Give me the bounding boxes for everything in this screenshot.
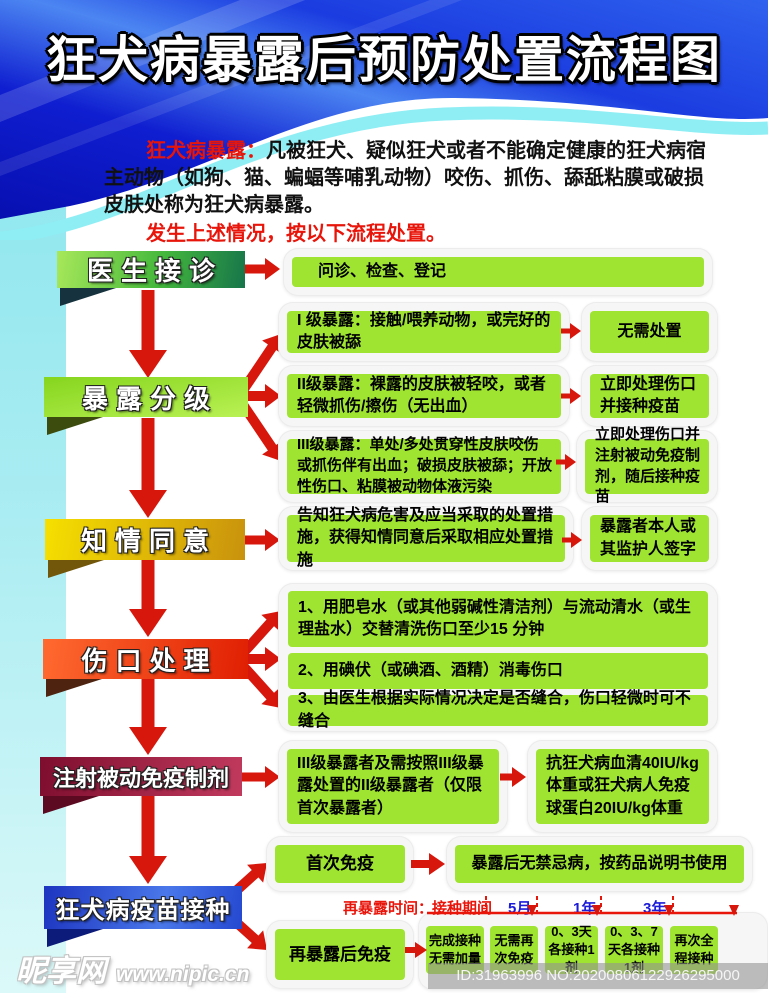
grading-branch-1-card: I 级暴露：接触/喂养动物，或完好的皮肤被舔 bbox=[278, 302, 570, 362]
grading-action-2: 立即处理伤口并接种疫苗 bbox=[590, 374, 709, 418]
grading-branch-3-card: III级暴露：单处/多处贯穿性皮肤咬伤或抓伤伴有出血；破损皮肤被舔；开放性伤口、… bbox=[278, 430, 570, 503]
re-exposure-card: 再暴露后免疫 bbox=[266, 920, 414, 989]
grading-action-1: 无需处置 bbox=[590, 311, 709, 353]
timeline-lead: 再暴露时间： bbox=[343, 900, 434, 917]
step-reception: 医生接诊 bbox=[57, 251, 245, 306]
step-grading: 暴露分级 bbox=[44, 377, 248, 435]
reception-detail: 问诊、检查、登记 bbox=[292, 257, 704, 287]
step-vaccination: 狂犬病疫苗接种 bbox=[44, 886, 242, 947]
watermark-site-name: 昵享网 bbox=[16, 955, 106, 988]
step-immunoglobulin: 注射被动免疫制剂 bbox=[40, 757, 242, 814]
ribbon-fold bbox=[47, 417, 103, 435]
step-vaccination-label: 狂犬病疫苗接种 bbox=[55, 897, 231, 924]
watermark-site: 昵享网 www.nipic.cn bbox=[16, 946, 249, 990]
intro-action: 发生上述情况，按以下流程处置。 bbox=[146, 222, 446, 245]
grading-action-3: 立即处理伤口并注射被动免疫制剂，随后接种疫苗 bbox=[585, 426, 709, 505]
grading-action-3-card: 立即处理伤口并注射被动免疫制剂，随后接种疫苗 bbox=[576, 426, 718, 505]
wound-step-2: 2、用碘伏（或碘酒、酒精）消毒伤口 bbox=[288, 653, 708, 689]
first-immunization-action: 暴露后无禁忌病，按药品说明书使用 bbox=[455, 845, 744, 883]
ribbon-fold bbox=[43, 796, 99, 814]
step-reception-label: 医生接诊 bbox=[86, 256, 223, 286]
step-wound-label: 伤口处理 bbox=[81, 645, 218, 676]
intro-text: 狂犬病暴露：凡被狂犬、疑似狂犬或者不能确定健康的狂犬病宿主动物（如狗、猫、蝙蝠等… bbox=[104, 138, 718, 248]
page-title: 狂犬病暴露后预防处置流程图 bbox=[46, 32, 722, 88]
ribbon-fold bbox=[60, 288, 116, 306]
first-immunization-label: 首次免疫 bbox=[275, 845, 405, 883]
watermark-site-url: www.nipic.cn bbox=[116, 963, 250, 986]
consent-action: 暴露者本人或其监护人签字 bbox=[590, 515, 709, 562]
timeline-period-0: 接种期间 bbox=[432, 900, 493, 917]
wound-steps-card: 1、用肥皂水（或其他弱碱性清洁剂）与流动清水（或生理盐水）交替清洗伤口至少15 … bbox=[278, 583, 718, 732]
grading-action-1-card: 无需处置 bbox=[581, 302, 718, 362]
ribbon-fold bbox=[48, 560, 104, 578]
immunoglobulin-action: 抗狂犬病血清40IU/kg体重或狂犬病人免疫球蛋白20IU/kg体重 bbox=[536, 749, 709, 824]
intro-body: 凡被狂犬、疑似狂犬或者不能确定健康的狂犬病宿主动物（如狗、猫、蝙蝠等哺乳动物）咬… bbox=[104, 140, 706, 217]
step-immunoglobulin-label: 注射被动免疫制剂 bbox=[52, 765, 229, 791]
grading-branch-1: I 级暴露：接触/喂养动物，或完好的皮肤被舔 bbox=[287, 311, 561, 353]
stock-id-bar: ID:31963996 NO:20200806122926295000 bbox=[428, 963, 768, 989]
step-grading-label: 暴露分级 bbox=[81, 383, 218, 414]
consent-detail: 告知狂犬病危害及应当采取的处置措施，获得知情同意后采取相应处置措施 bbox=[287, 507, 565, 569]
grading-action-2-card: 立即处理伤口并接种疫苗 bbox=[581, 365, 718, 427]
first-immunization-card: 首次免疫 bbox=[266, 836, 414, 892]
grading-branch-3: III级暴露：单处/多处贯穿性皮肤咬伤或抓伤伴有出血；破损皮肤被舔；开放性伤口、… bbox=[287, 436, 561, 495]
timeline-period-3: 3年 bbox=[643, 900, 667, 917]
immunoglobulin-action-card: 抗狂犬病血清40IU/kg体重或狂犬病人免疫球蛋白20IU/kg体重 bbox=[527, 740, 718, 833]
first-immunization-action-card: 暴露后无禁忌病，按药品说明书使用 bbox=[446, 836, 753, 892]
step-consent-label: 知情同意 bbox=[80, 526, 217, 556]
intro-definition: 狂犬病暴露：凡被狂犬、疑似狂犬或者不能确定健康的狂犬病宿主动物（如狗、猫、蝙蝠等… bbox=[104, 138, 718, 220]
wound-step-1: 1、用肥皂水（或其他弱碱性清洁剂）与流动清水（或生理盐水）交替清洗伤口至少15 … bbox=[288, 591, 708, 647]
step-consent: 知情同意 bbox=[45, 519, 245, 578]
immunoglobulin-detail-card: III级暴露者及需按照III级暴露处置的II级暴露者（仅限首次暴露者） bbox=[278, 740, 508, 833]
grading-branch-2: II级暴露：裸露的皮肤被轻咬，或者轻微抓伤/擦伤（无出血） bbox=[287, 374, 561, 418]
ribbon-fold bbox=[47, 929, 103, 947]
wound-step-3: 3、由医生根据实际情况决定是否缝合，伤口轻微时可不缝合 bbox=[288, 690, 708, 730]
consent-action-card: 暴露者本人或其监护人签字 bbox=[581, 506, 718, 571]
reception-detail-card: 问诊、检查、登记 bbox=[283, 248, 713, 296]
timeline-period-1: 5月 bbox=[508, 900, 532, 917]
timeline-period-2: 1年 bbox=[573, 900, 597, 917]
ribbon-fold bbox=[46, 679, 102, 697]
intro-lead: 狂犬病暴露： bbox=[146, 140, 266, 162]
grading-branch-2-card: II级暴露：裸露的皮肤被轻咬，或者轻微抓伤/擦伤（无出血） bbox=[278, 365, 570, 427]
header-banner bbox=[0, 0, 768, 240]
immunoglobulin-detail: III级暴露者及需按照III级暴露处置的II级暴露者（仅限首次暴露者） bbox=[287, 749, 499, 824]
consent-detail-card: 告知狂犬病危害及应当采取的处置措施，获得知情同意后采取相应处置措施 bbox=[278, 506, 574, 571]
step-wound: 伤口处理 bbox=[43, 639, 248, 697]
re-exposure-label: 再暴露后免疫 bbox=[275, 929, 405, 980]
